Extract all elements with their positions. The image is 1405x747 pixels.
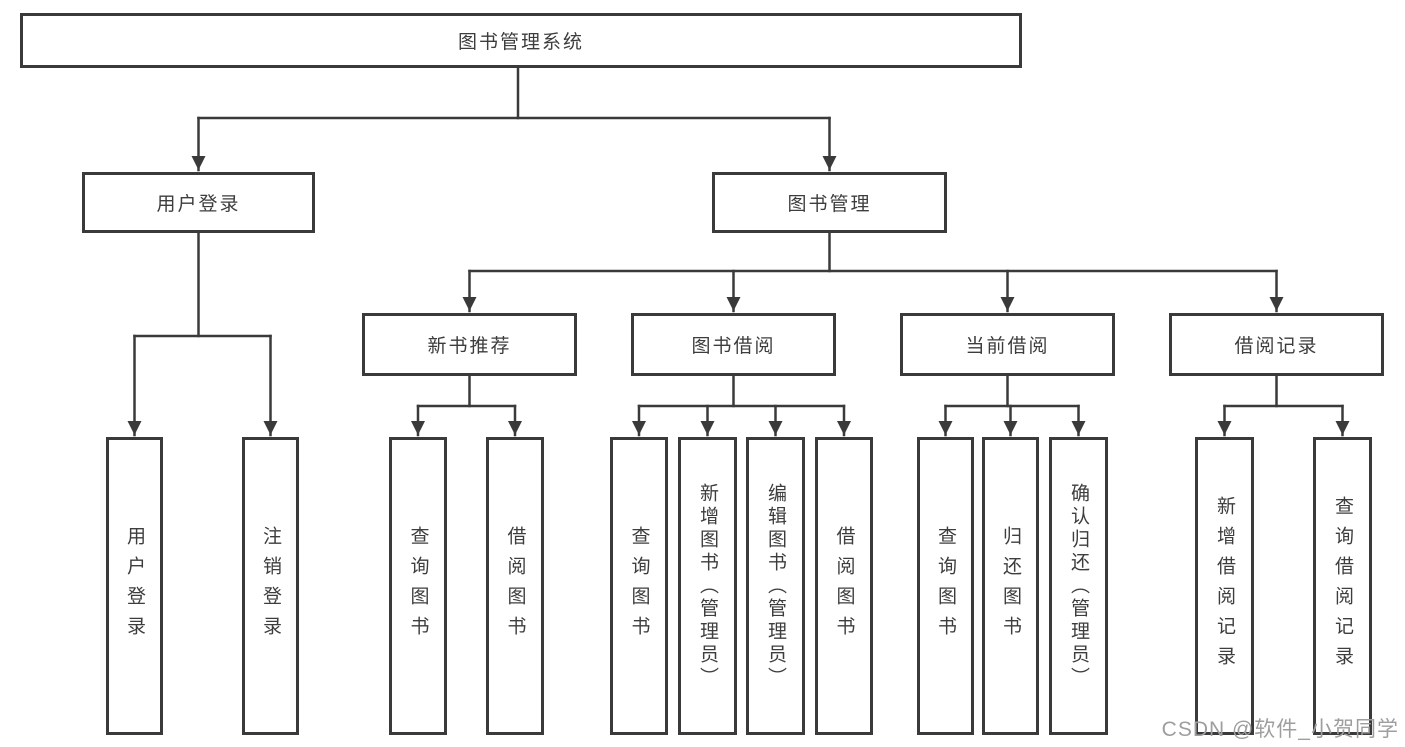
node-book-borrowing-label: 图书借阅 — [691, 336, 776, 357]
edges-book-management — [462, 231, 1284, 313]
leaf-bb-query-books: 查询图书 — [610, 437, 668, 735]
node-borrowing-records-label: 借阅记录 — [1234, 336, 1319, 357]
leaf-nbr-query-books-label: 查询图书 — [407, 526, 429, 646]
edges-new-book-recommend — [411, 374, 522, 437]
leaf-bb-query-books-label: 查询图书 — [628, 526, 650, 646]
leaf-nbr-borrow-books-label: 借阅图书 — [504, 526, 526, 646]
node-borrowing-records: 借阅记录 — [1169, 313, 1384, 376]
node-root-label: 图书管理系统 — [457, 32, 584, 53]
leaf-bb-add-books-admin-label: 新增图书（管理员） — [697, 482, 718, 690]
leaf-user-login: 用户登录 — [106, 437, 163, 735]
leaf-cb-query-books-label: 查询图书 — [935, 526, 956, 646]
leaf-cb-return-books: 归还图书 — [982, 437, 1039, 735]
node-book-management: 图书管理 — [712, 172, 947, 233]
edges-current-borrowing — [938, 374, 1086, 437]
leaf-cb-confirm-return-admin-label: 确认归还（管理员） — [1068, 482, 1089, 690]
leaf-bb-edit-books-admin-label: 编辑图书（管理员） — [765, 482, 786, 690]
leaf-br-query-record: 查询借阅记录 — [1313, 437, 1372, 735]
leaf-cb-query-books: 查询图书 — [917, 437, 974, 735]
leaf-br-add-record: 新增借阅记录 — [1195, 437, 1254, 735]
node-book-management-label: 图书管理 — [787, 194, 872, 215]
node-current-borrowing: 当前借阅 — [900, 313, 1115, 376]
node-user-login: 用户登录 — [82, 172, 315, 233]
leaf-nbr-borrow-books: 借阅图书 — [486, 437, 544, 735]
leaf-bb-borrow-books-label: 借阅图书 — [833, 526, 855, 646]
node-current-borrowing-label: 当前借阅 — [965, 336, 1050, 357]
edges-book-borrowing — [632, 374, 851, 437]
leaf-cb-confirm-return-admin: 确认归还（管理员） — [1049, 437, 1108, 735]
leaf-bb-borrow-books: 借阅图书 — [815, 437, 873, 735]
node-new-book-recommend: 新书推荐 — [362, 313, 577, 376]
edges-root — [191, 66, 837, 172]
edges-borrowing-records — [1217, 374, 1350, 437]
leaf-br-query-record-label: 查询借阅记录 — [1332, 496, 1353, 676]
leaf-user-login-label: 用户登录 — [124, 526, 145, 646]
leaf-cb-return-books-label: 归还图书 — [1000, 526, 1021, 646]
leaf-br-add-record-label: 新增借阅记录 — [1214, 496, 1235, 676]
csdn-watermark: CSDN @软件_小贺同学 — [1161, 718, 1399, 741]
node-root: 图书管理系统 — [20, 13, 1022, 68]
leaf-bb-add-books-admin: 新增图书（管理员） — [678, 437, 737, 735]
node-user-login-label: 用户登录 — [156, 194, 241, 215]
node-book-borrowing: 图书借阅 — [631, 313, 836, 376]
leaf-logout-login-label: 注销登录 — [260, 526, 281, 646]
leaf-nbr-query-books: 查询图书 — [389, 437, 447, 735]
edges-user-login — [127, 231, 278, 437]
leaf-logout-login: 注销登录 — [242, 437, 299, 735]
leaf-bb-edit-books-admin: 编辑图书（管理员） — [746, 437, 805, 735]
node-new-book-recommend-label: 新书推荐 — [427, 336, 512, 357]
